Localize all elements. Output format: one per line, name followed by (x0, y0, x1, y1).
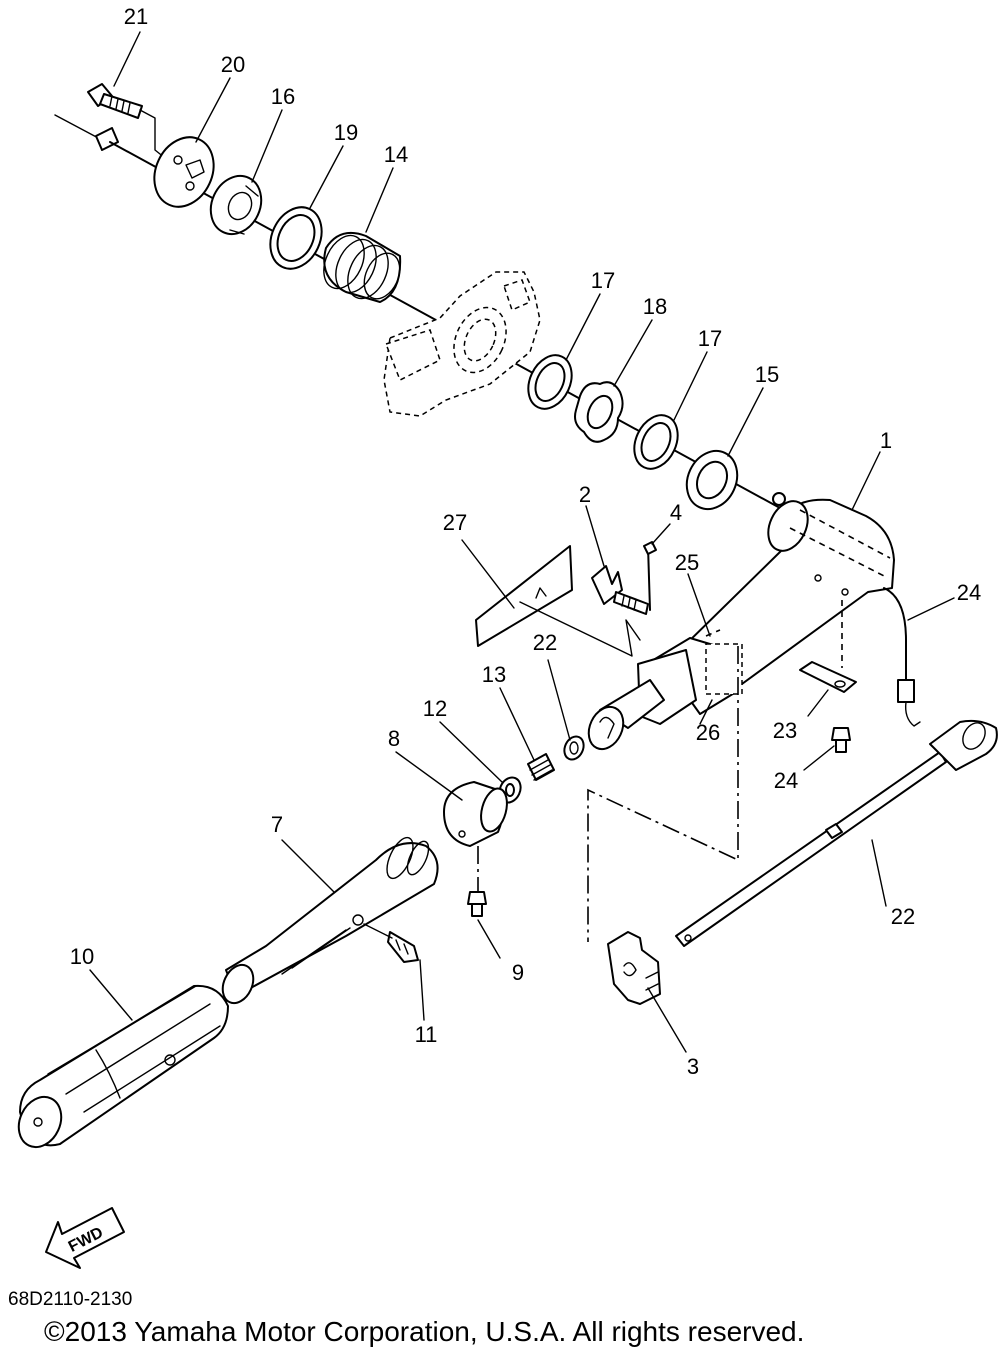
part-5-washer-a (527, 354, 573, 410)
part-12-pin (643, 541, 657, 611)
copyright-notice: ©2013 Yamaha Motor Corporation, U.S.A. A… (44, 1316, 804, 1347)
callout-3: 15 (755, 362, 779, 387)
callout-2: 14 (384, 142, 408, 167)
part-5-washer-b (633, 414, 679, 470)
part-19-spring (527, 753, 555, 781)
cable-end-line (54, 114, 103, 141)
callout-1: 1 (880, 428, 892, 453)
steering-bracket-housing (383, 271, 541, 417)
callout-19: 13 (482, 662, 506, 687)
part-11-friction-piece (607, 931, 661, 1005)
callout-9: 21 (124, 4, 148, 29)
part-15-screw (467, 846, 487, 917)
callout-10: 2 (579, 482, 591, 507)
part-20-collar (563, 735, 585, 761)
callout-leaders (89, 31, 955, 1053)
part-24-kill-cord (883, 587, 921, 727)
fwd-arrow-icon: FWD (45, 1207, 125, 1269)
part-4-collar (209, 174, 263, 236)
part-22-plate (799, 600, 857, 693)
callout-23: 24 (774, 768, 798, 793)
callout-20: 22 (533, 630, 557, 655)
cable-end-fitting (95, 127, 119, 151)
callout-6: 18 (643, 294, 667, 319)
part-23-screw (831, 727, 851, 753)
part-14-collar (443, 781, 508, 847)
part-16-throttle-grip (17, 984, 229, 1149)
part-6-wave-washer (574, 381, 624, 443)
callout-18: 12 (423, 696, 447, 721)
callout-22: 23 (773, 718, 797, 743)
callout-15: 9 (512, 960, 524, 985)
callout-13: 7 (271, 812, 283, 837)
part-27-label (475, 545, 641, 657)
part-25-26-throttle-grip-base (587, 629, 743, 751)
callout-5-upper: 17 (591, 268, 615, 293)
figure-code: 68D2110-2130 (8, 1289, 132, 1310)
callout-7: 19 (334, 120, 358, 145)
assembly-guide-line-11 (587, 646, 739, 942)
part-9-bolt (87, 83, 166, 159)
part-3-collar (685, 449, 739, 511)
part-2-bushing (323, 232, 402, 303)
part-21-throttle-shaft (675, 719, 998, 947)
part-10-wing-bolt (591, 565, 649, 615)
callout-14: 8 (388, 726, 400, 751)
callout-16: 10 (70, 944, 94, 969)
part-17-screw (363, 923, 419, 963)
part-8-plate (153, 136, 215, 208)
callout-11: 3 (687, 1054, 699, 1079)
callout-25: 25 (675, 550, 699, 575)
part-13-inner-grip (221, 836, 439, 1005)
callout-5-lower: 17 (698, 326, 722, 351)
callout-4: 16 (271, 84, 295, 109)
callout-12: 4 (670, 500, 682, 525)
callout-21: 22 (891, 904, 915, 929)
callout-17: 11 (415, 1022, 438, 1047)
callout-26: 26 (696, 720, 720, 745)
part-7-o-ring (269, 206, 323, 270)
callout-numbers: 21 20 16 19 14 17 18 17 15 1 2 4 27 25 2… (70, 4, 981, 1079)
callout-8: 20 (221, 52, 245, 77)
callout-24: 24 (957, 580, 981, 605)
callout-27: 27 (443, 510, 467, 535)
